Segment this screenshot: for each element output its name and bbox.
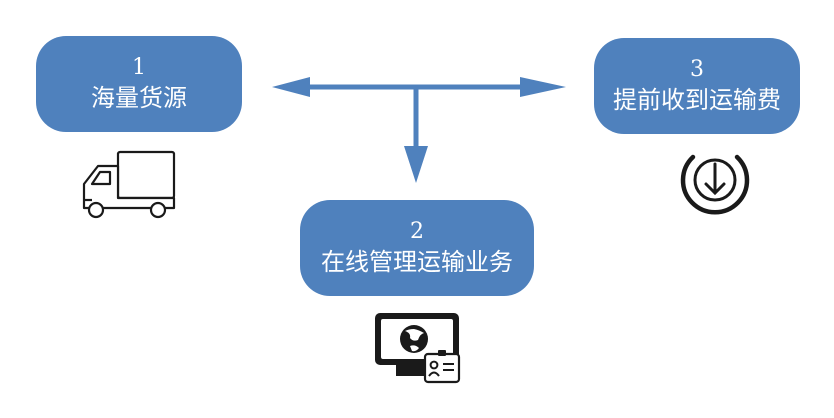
vertical-connector [413, 88, 419, 150]
monitor-globe-id-icon [375, 313, 461, 384]
horizontal-connector [308, 84, 522, 90]
node-number: 3 [690, 57, 704, 82]
node-label: 提前收到运输费 [613, 86, 781, 114]
node-number: 2 [410, 219, 424, 244]
arrowhead-down [404, 146, 428, 183]
power-download-icon [680, 154, 750, 215]
node-massive-cargo: 1 海量货源 [36, 36, 242, 132]
node-online-management: 2 在线管理运输业务 [300, 200, 534, 296]
node-number: 1 [132, 55, 146, 80]
node-label: 在线管理运输业务 [321, 248, 513, 276]
truck-icon [82, 150, 176, 219]
arrowhead-right [520, 77, 566, 97]
node-label: 海量货源 [91, 84, 187, 112]
node-advance-payment: 3 提前收到运输费 [594, 38, 800, 134]
arrowhead-left [272, 77, 310, 97]
